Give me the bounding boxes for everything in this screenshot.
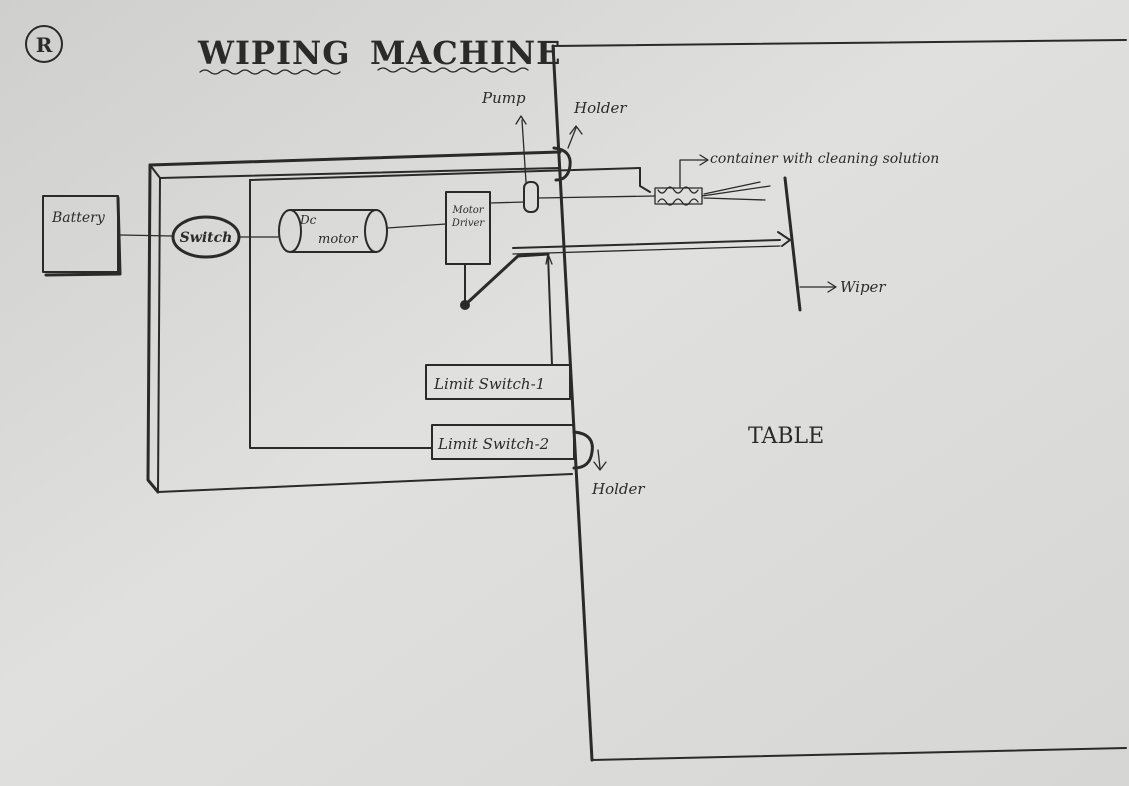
limit-switch-1-label: Limit Switch-1: [433, 375, 545, 393]
container-leader: [679, 159, 707, 189]
wiper-mount: [777, 231, 791, 247]
wiper-rod: [512, 239, 781, 249]
motor-label: motor: [318, 232, 358, 247]
pump-label: Pump: [481, 89, 526, 107]
switch-label: Switch: [180, 230, 233, 246]
battery: Battery: [42, 195, 122, 277]
frame-top-edge: [148, 150, 562, 167]
frame-left-outer: [146, 163, 160, 494]
frame-top-inner: [159, 167, 561, 179]
holder-top-arrow: [569, 125, 583, 135]
corner-mark-text: R: [36, 33, 53, 57]
table-outline: [551, 39, 1127, 762]
wire-driver-pump: [489, 201, 525, 204]
limit-switch-1: Limit Switch-1: [425, 364, 571, 400]
limit-switch-2: Limit Switch-2: [431, 424, 575, 460]
frame-corner: [149, 164, 161, 179]
corner-circle: [25, 25, 63, 63]
container-spray: [701, 181, 771, 201]
container-arrow: [699, 154, 709, 166]
motor-driver: Motor Driver: [445, 191, 491, 265]
pump-body: [523, 181, 539, 213]
wire-top: [249, 167, 641, 181]
arm-to-limit-switch: [547, 253, 553, 366]
pump: Pump: [481, 89, 656, 213]
frame-bottom-edge: [157, 473, 573, 493]
wiper: Wiper: [777, 176, 886, 312]
pump-hose: [537, 195, 656, 199]
container-coil: [657, 186, 699, 206]
limit-switch-2-label: Limit Switch-2: [437, 435, 549, 453]
wire-left-bottom: [249, 179, 433, 449]
table-label: TABLE: [748, 424, 824, 449]
title-underline-2: [377, 67, 529, 73]
battery-shadow: [44, 196, 122, 277]
motor-body: [289, 209, 377, 253]
container-body: [654, 187, 703, 205]
linkage-arm: [460, 239, 781, 366]
holder-bottom-arrow: [593, 461, 607, 471]
wiper-arrow: [827, 281, 837, 293]
wiper-blade: [783, 176, 802, 312]
table-left-edge: [551, 44, 594, 762]
crank-arm: [463, 252, 550, 307]
dc-motor: Dc motor: [278, 209, 388, 253]
battery-label: Battery: [51, 210, 106, 226]
title-underline-1: [199, 69, 341, 75]
wire-battery-switch: [119, 234, 173, 237]
table-bottom-edge: [591, 747, 1127, 761]
frame-left-inner: [157, 177, 161, 493]
wiper-label: Wiper: [840, 278, 886, 296]
holder-top-label: Holder: [573, 99, 627, 117]
limit-switch-2-box: [431, 424, 575, 460]
title-word-2: MACHINE: [370, 34, 562, 72]
container-label: container with cleaning solution: [710, 151, 939, 167]
wire-to-container: [639, 167, 651, 193]
holder-bottom-clamp: [572, 430, 594, 470]
motor-dc-label: Dc: [299, 213, 317, 227]
table-top-edge: [552, 39, 1127, 47]
holder-bottom-label: Holder: [591, 480, 645, 498]
holder-top: Holder: [552, 99, 627, 182]
title: WIPING MACHINE: [197, 34, 562, 75]
wire-motor-driver: [386, 223, 447, 229]
motor-driver-box: [445, 191, 491, 265]
wiper-rod-lower: [512, 245, 781, 255]
pump-arrow: [515, 115, 527, 125]
arm-arrow: [545, 253, 553, 265]
motor-driver-label-2: Driver: [451, 218, 486, 229]
container: container with cleaning solution: [654, 151, 939, 206]
corner-mark: R: [25, 25, 63, 63]
machine-frame: [146, 150, 573, 494]
holder-bottom-leader: [597, 449, 601, 469]
limit-switch-1-box: [425, 364, 571, 400]
motor-driver-label-1: Motor: [451, 205, 484, 216]
holder-top-leader: [567, 127, 577, 149]
holder-top-clamp: [552, 146, 572, 182]
inner-wiring: [249, 167, 651, 449]
title-word-1: WIPING: [197, 34, 351, 72]
holder-bottom: Holder: [572, 430, 645, 498]
pump-leader: [521, 119, 527, 183]
